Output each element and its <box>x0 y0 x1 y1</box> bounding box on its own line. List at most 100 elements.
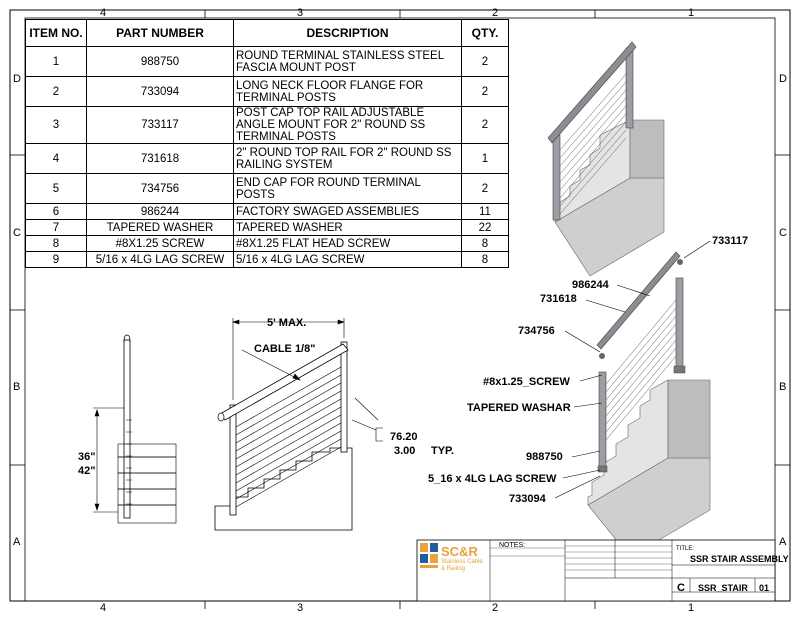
front-post-left <box>229 404 237 516</box>
front-post-right <box>340 341 348 453</box>
revision: 01 <box>759 583 769 593</box>
bom-item: 3 <box>25 106 87 144</box>
typ-label: TYP. <box>431 445 454 457</box>
svg-text:3: 3 <box>297 602 303 614</box>
callout-733094: 733094 <box>509 493 547 505</box>
callout-731618: 731618 <box>540 293 577 305</box>
bom-part: 5/16 x 4LG LAG SCREW <box>86 251 234 268</box>
callout-986244: 986244 <box>572 279 610 291</box>
logo-block-4 <box>430 554 438 563</box>
table-row: 3 733117 POST CAP TOP RAIL ADJUSTABLE AN… <box>25 106 509 144</box>
table-row: 2 733094 LONG NECK FLOOR FLANGE FOR TERM… <box>25 76 509 107</box>
table-row: 7 TAPERED WASHER TAPERED WASHER 22 <box>25 219 509 236</box>
callout-washer: TAPERED WASHAR <box>467 402 571 414</box>
bom-qty: 1 <box>461 143 509 174</box>
svg-text:2: 2 <box>492 7 498 19</box>
title-block: SC&R Stainless Cable & Railing NOTES: TI… <box>416 539 789 602</box>
callout-733117: 733117 <box>712 235 748 247</box>
svg-text:1: 1 <box>688 602 694 614</box>
bom-qty: 2 <box>461 173 509 204</box>
bom-header-part: PART NUMBER <box>86 19 234 47</box>
dim-36: 36" <box>78 451 95 463</box>
bom-desc: END CAP FOR ROUND TERMINAL POSTS <box>233 173 462 204</box>
callout-988750: 988750 <box>526 451 563 463</box>
svg-text:2: 2 <box>492 602 498 614</box>
logo-block-1 <box>420 543 428 552</box>
dwg-number: SSR_STAIR <box>698 583 748 593</box>
bom-qty: 2 <box>461 76 509 107</box>
svg-text:C: C <box>13 227 21 239</box>
bom-part: 986244 <box>86 203 234 220</box>
notes-title: NOTES: <box>499 542 525 549</box>
side-view: 36" 42" <box>78 334 177 524</box>
svg-text:D: D <box>13 73 21 85</box>
bom-item: 2 <box>25 76 87 107</box>
table-row: 5 734756 END CAP FOR ROUND TERMINAL POST… <box>25 173 509 204</box>
bom-header-desc: DESCRIPTION <box>233 19 462 47</box>
bom-qty: 22 <box>461 219 509 236</box>
front-view: 5' MAX. CABLE 1/8" 76.20 3.00 TYP. <box>214 317 454 531</box>
bom-qty: 2 <box>461 46 509 77</box>
side-post <box>123 339 131 519</box>
bom-desc: TAPERED WASHER <box>233 219 462 236</box>
bom-item: 1 <box>25 46 87 77</box>
logo-sub-2: & Railing <box>441 566 465 572</box>
bom-part: TAPERED WASHER <box>86 219 234 236</box>
bom-item: 8 <box>25 235 87 252</box>
callout-screw: #8x1.25_SCREW <box>483 376 570 388</box>
bom-item: 4 <box>25 143 87 174</box>
logo-block-2 <box>430 543 438 552</box>
bom-part: 734756 <box>86 173 234 204</box>
svg-text:4: 4 <box>100 7 106 19</box>
bom-part: 988750 <box>86 46 234 77</box>
callout-734756: 734756 <box>518 325 555 337</box>
logo-text: SC&R <box>441 544 478 559</box>
dim-42: 42" <box>78 465 95 477</box>
table-row: 6 986244 FACTORY SWAGED ASSEMBLIES 11 <box>25 203 509 220</box>
svg-text:3: 3 <box>297 7 303 19</box>
bom-item: 6 <box>25 203 87 220</box>
front-cables <box>235 366 342 508</box>
bom-part: 733117 <box>86 106 234 144</box>
bom-item: 9 <box>25 251 87 268</box>
bill-of-materials: ITEM NO. PART NUMBER DESCRIPTION QTY. 1 … <box>25 19 509 268</box>
bom-desc: LONG NECK FLOOR FLANGE FOR TERMINAL POST… <box>233 76 462 107</box>
svg-text:C: C <box>779 227 787 239</box>
svg-text:B: B <box>779 381 786 393</box>
bom-desc: ROUND TERMINAL STAINLESS STEEL FASCIA MO… <box>233 46 462 77</box>
cable-label: CABLE 1/8" <box>254 343 315 355</box>
table-row: 8 #8X1.25 SCREW #8X1.25 FLAT HEAD SCREW … <box>25 235 509 252</box>
bom-part: #8X1.25 SCREW <box>86 235 234 252</box>
bom-desc: 2" ROUND TOP RAIL FOR 2" ROUND SS RAILIN… <box>233 143 462 174</box>
svg-text:A: A <box>13 536 21 548</box>
bom-qty: 2 <box>461 106 509 144</box>
iso-exploded-view <box>554 240 711 558</box>
sheet-size: C <box>677 582 685 594</box>
bom-desc: FACTORY SWAGED ASSEMBLIES <box>233 203 462 220</box>
bom-part: 731618 <box>86 143 234 174</box>
drawing-title: SSR STAIR ASSEMBLY <box>690 554 789 564</box>
bom-item: 7 <box>25 219 87 236</box>
bom-qty: 8 <box>461 251 509 268</box>
svg-text:A: A <box>779 536 787 548</box>
bom-part: 733094 <box>86 76 234 107</box>
svg-text:B: B <box>13 381 20 393</box>
bom-desc: POST CAP TOP RAIL ADJUSTABLE ANGLE MOUNT… <box>233 106 462 144</box>
svg-text:1: 1 <box>688 7 694 19</box>
zone-labels: 4 3 2 1 4 3 2 1 D C B A D C B A <box>13 7 787 614</box>
logo-block-3 <box>420 554 428 563</box>
bom-item: 5 <box>25 173 87 204</box>
table-row: 1 988750 ROUND TERMINAL STAINLESS STEEL … <box>25 46 509 77</box>
bom-qty: 11 <box>461 203 509 220</box>
spacing-mm: 76.20 <box>390 431 418 443</box>
bom-desc: 5/16 x 4LG LAG SCREW <box>233 251 462 268</box>
table-row: 9 5/16 x 4LG LAG SCREW 5/16 x 4LG LAG SC… <box>25 251 509 268</box>
bom-desc: #8X1.25 FLAT HEAD SCREW <box>233 235 462 252</box>
iso-assembled-view <box>547 41 665 277</box>
svg-text:D: D <box>779 73 787 85</box>
spacing-in: 3.00 <box>394 445 415 457</box>
span-label: 5' MAX. <box>267 317 306 329</box>
logo-sub-1: Stainless Cable <box>441 559 483 565</box>
